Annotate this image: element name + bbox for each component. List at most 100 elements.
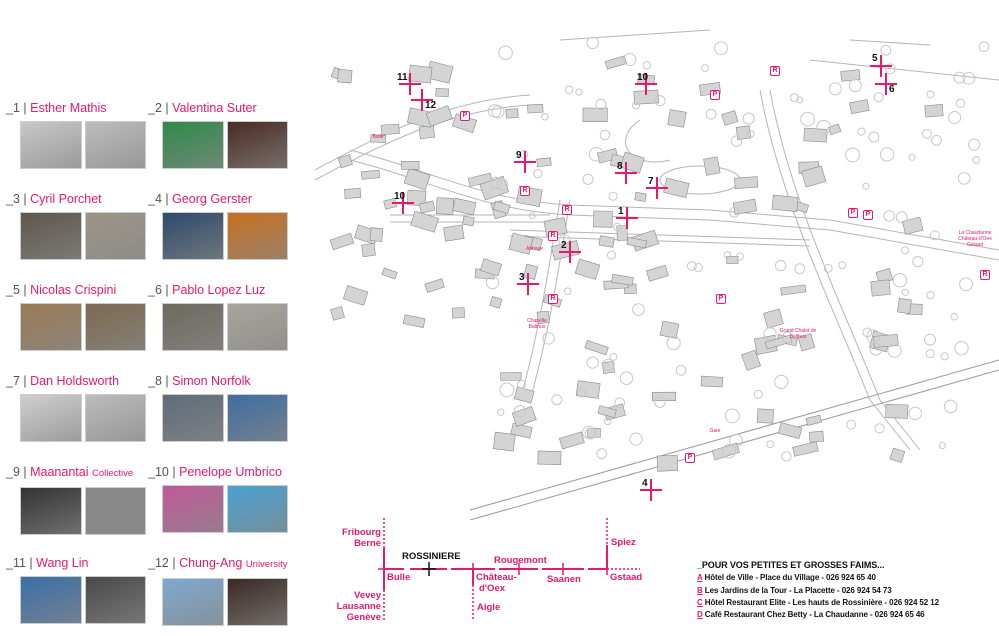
location-marker-number[interactable]: 7: [648, 176, 654, 187]
artist-photo-thumbnail[interactable]: [226, 485, 288, 533]
house: [663, 177, 690, 198]
artist-photo-thumbnail[interactable]: [162, 578, 224, 626]
restaurant-icon[interactable]: R: [770, 66, 780, 76]
artist-entry[interactable]: _12 | Chung-Ang University: [148, 556, 288, 626]
artist-entry[interactable]: _9 | Maanantai Collective: [6, 465, 146, 535]
artist-label[interactable]: _7 | Dan Holdsworth: [6, 374, 146, 388]
restaurant-icon[interactable]: R: [980, 270, 990, 280]
location-marker[interactable]: [392, 192, 414, 214]
tree: [654, 396, 666, 408]
location-marker[interactable]: [559, 241, 581, 263]
artist-name: Wang Lin: [36, 556, 89, 570]
artist-photo-thumbnail[interactable]: [162, 303, 224, 351]
artist-label[interactable]: _11 | Wang Lin: [6, 556, 146, 570]
parking-icon[interactable]: P: [460, 111, 470, 121]
location-marker-number[interactable]: 6: [889, 84, 895, 95]
artist-label[interactable]: _5 | Nicolas Crispini: [6, 283, 146, 297]
artist-entry[interactable]: _6 | Pablo Lopez Luz: [148, 283, 288, 351]
parking-icon[interactable]: P: [863, 210, 873, 220]
artist-label[interactable]: _12 | Chung-Ang University: [148, 556, 288, 572]
artist-label[interactable]: _3 | Cyril Porchet: [6, 192, 146, 206]
artist-photo-thumbnail[interactable]: [84, 303, 146, 351]
location-marker-number[interactable]: 2: [561, 240, 567, 251]
artist-label[interactable]: _2 | Valentina Suter: [148, 101, 288, 115]
location-marker[interactable]: [646, 177, 668, 199]
tree: [887, 343, 902, 358]
tree: [873, 92, 884, 103]
location-marker-number[interactable]: 11: [397, 72, 408, 83]
restaurant-icon[interactable]: R: [548, 231, 558, 241]
artist-label[interactable]: _6 | Pablo Lopez Luz: [148, 283, 288, 297]
house: [889, 447, 906, 463]
location-marker-number[interactable]: 4: [642, 478, 648, 489]
artist-photo-thumbnail[interactable]: [20, 487, 82, 535]
artist-photo-thumbnail[interactable]: [162, 485, 224, 533]
restaurant-icon[interactable]: R: [562, 205, 572, 215]
location-marker[interactable]: [616, 207, 638, 229]
tree: [838, 261, 847, 270]
restaurant-icon[interactable]: R: [548, 294, 558, 304]
artist-entry[interactable]: _1 | Esther Mathis: [6, 101, 146, 169]
location-marker[interactable]: [514, 151, 536, 173]
artist-photo-thumbnail[interactable]: [226, 121, 288, 169]
artist-photo-thumbnail[interactable]: [20, 303, 82, 351]
artist-entry[interactable]: _8 | Simon Norfolk: [148, 374, 288, 442]
artist-photo-thumbnail[interactable]: [162, 394, 224, 442]
location-marker-number[interactable]: 12: [425, 100, 437, 111]
artist-label[interactable]: _9 | Maanantai Collective: [6, 465, 146, 481]
restaurant-icon[interactable]: R: [520, 186, 530, 196]
artist-photo-thumbnail[interactable]: [162, 121, 224, 169]
location-marker[interactable]: [399, 73, 421, 95]
location-marker[interactable]: [615, 162, 637, 184]
house: [527, 103, 544, 114]
artist-photo-thumbnail[interactable]: [20, 394, 82, 442]
artist-entry[interactable]: _5 | Nicolas Crispini: [6, 283, 146, 351]
artist-label[interactable]: _4 | Georg Gerster: [148, 192, 288, 206]
location-marker[interactable]: [870, 55, 892, 77]
artist-label[interactable]: _1 | Esther Mathis: [6, 101, 146, 115]
location-marker[interactable]: [635, 73, 657, 95]
artist-photo-thumbnail[interactable]: [84, 487, 146, 535]
tree: [723, 251, 732, 259]
artist-label[interactable]: _8 | Simon Norfolk: [148, 374, 288, 388]
artist-photo-thumbnail[interactable]: [84, 576, 146, 624]
location-marker-number[interactable]: 5: [872, 53, 878, 64]
artist-photo-thumbnail[interactable]: [226, 303, 288, 351]
parking-icon[interactable]: P: [685, 453, 695, 463]
location-marker[interactable]: [640, 479, 662, 501]
location-marker[interactable]: [875, 73, 897, 95]
location-marker-number[interactable]: 8: [617, 161, 623, 172]
location-marker[interactable]: [517, 273, 539, 295]
artist-entry[interactable]: _2 | Valentina Suter: [148, 101, 288, 169]
artist-photo-thumbnail[interactable]: [226, 394, 288, 442]
artist-entry[interactable]: _10 | Penelope Umbrico: [148, 465, 288, 533]
location-marker-number[interactable]: 10: [637, 72, 649, 83]
location-marker[interactable]: [411, 89, 433, 111]
location-marker-number[interactable]: 10: [394, 191, 406, 202]
parking-icon[interactable]: P: [848, 208, 858, 218]
artist-photo-thumbnail[interactable]: [20, 121, 82, 169]
artist-photo-thumbnail[interactable]: [84, 212, 146, 260]
artist-photo-thumbnail[interactable]: [226, 212, 288, 260]
artist-label[interactable]: _10 | Penelope Umbrico: [148, 465, 288, 479]
artist-name: Esther Mathis: [30, 101, 107, 115]
artist-entry[interactable]: _4 | Georg Gerster: [148, 192, 288, 260]
parking-icon[interactable]: P: [710, 90, 720, 100]
artist-photo-thumbnail[interactable]: [20, 576, 82, 624]
map-label-gare: Gare: [709, 428, 721, 434]
artist-photo-thumbnail[interactable]: [20, 212, 82, 260]
location-marker-number[interactable]: 3: [519, 272, 525, 283]
artist-number: _5 |: [6, 283, 31, 297]
location-marker-number[interactable]: 9: [516, 150, 522, 161]
artist-photo-thumbnail[interactable]: [84, 394, 146, 442]
house: [508, 232, 534, 255]
artist-photo-thumbnail[interactable]: [226, 578, 288, 626]
artist-photo-thumbnail[interactable]: [84, 121, 146, 169]
artist-photo-thumbnail[interactable]: [162, 212, 224, 260]
artist-entry[interactable]: _7 | Dan Holdsworth: [6, 374, 146, 442]
parking-icon[interactable]: P: [716, 294, 726, 304]
location-marker-number[interactable]: 1: [618, 206, 624, 217]
artist-entry[interactable]: _11 | Wang Lin: [6, 556, 146, 624]
artist-entry[interactable]: _3 | Cyril Porchet: [6, 192, 146, 260]
